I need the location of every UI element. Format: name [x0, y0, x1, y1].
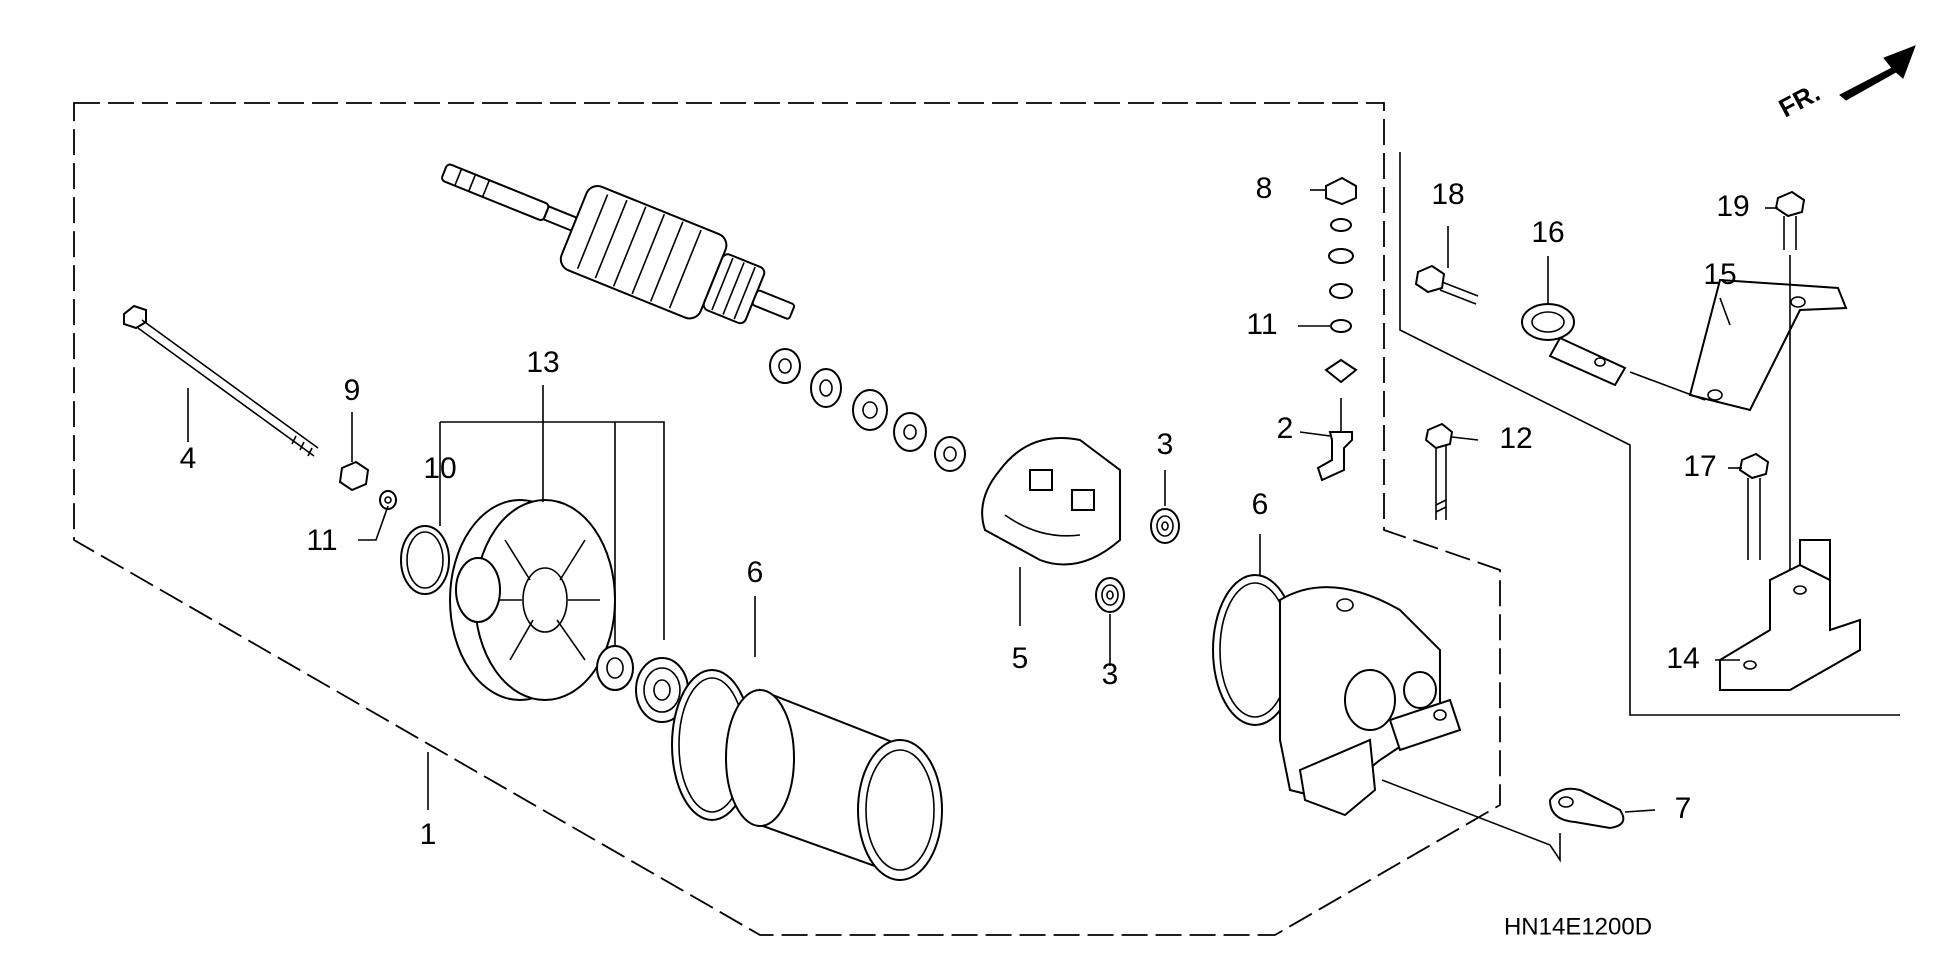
- thrust-washers: [769, 348, 966, 472]
- diagram-code: HN14E1200D: [1504, 913, 1652, 940]
- callout-3-upper: 3: [1157, 428, 1174, 461]
- callout-10: 10: [423, 452, 456, 485]
- washer-11-left: [379, 490, 397, 510]
- callout-18: 18: [1431, 178, 1464, 211]
- rear-cover: [449, 499, 616, 701]
- callout-3-lower: 3: [1102, 658, 1119, 691]
- bolt-12: [1424, 422, 1454, 520]
- needle-bearing: [596, 645, 634, 691]
- callout-12: 12: [1499, 422, 1532, 455]
- bracket-15: [1688, 278, 1848, 412]
- callout-4: 4: [180, 442, 197, 475]
- brush-spring-lower: [1095, 577, 1125, 613]
- callout-6-left: 6: [747, 556, 764, 589]
- cable-clamp: [1521, 303, 1627, 387]
- front-direction-label: FR.: [1774, 77, 1825, 123]
- callout-19: 19: [1716, 190, 1749, 223]
- through-bolt: [123, 304, 319, 457]
- bolt-18: [1414, 264, 1479, 305]
- nut-9: [338, 460, 370, 492]
- brush-spring-upper: [1150, 508, 1180, 544]
- callout-16: 16: [1531, 216, 1564, 249]
- brush-holder: [981, 437, 1121, 566]
- bolt-17: [1738, 452, 1770, 560]
- callout-6-right: 6: [1252, 488, 1269, 521]
- callout-9: 9: [344, 374, 361, 407]
- armature: [441, 163, 796, 325]
- callout-1: 1: [420, 818, 437, 851]
- callout-11-left: 11: [306, 524, 337, 557]
- o-ring: [400, 525, 450, 595]
- bracket-group-boundary: [1399, 152, 1900, 716]
- front-direction-arrow: FR.: [1774, 45, 1916, 123]
- bracket-14: [1719, 539, 1861, 691]
- terminal-hardware-stack: [1316, 176, 1358, 482]
- callout-5: 5: [1012, 642, 1029, 675]
- callout-15: 15: [1703, 258, 1736, 291]
- callout-13: 13: [526, 346, 559, 379]
- bolt-19: [1774, 190, 1806, 250]
- starter-assembly-boundary: [73, 102, 1501, 936]
- callout-labels: 1 2 3 3 4 5 6 6 7 8 9 10 11 11 12 13 14 …: [180, 172, 1750, 851]
- callout-14: 14: [1666, 642, 1699, 675]
- callout-7: 7: [1675, 792, 1692, 825]
- front-housing: [1212, 574, 1462, 817]
- callout-11-right: 11: [1246, 308, 1277, 341]
- callout-2: 2: [1277, 412, 1294, 445]
- leader-lines: [187, 189, 1791, 863]
- callout-8: 8: [1256, 172, 1273, 205]
- cable-terminal: [1548, 787, 1625, 830]
- callout-17: 17: [1683, 450, 1716, 483]
- yoke-housing: [671, 669, 943, 881]
